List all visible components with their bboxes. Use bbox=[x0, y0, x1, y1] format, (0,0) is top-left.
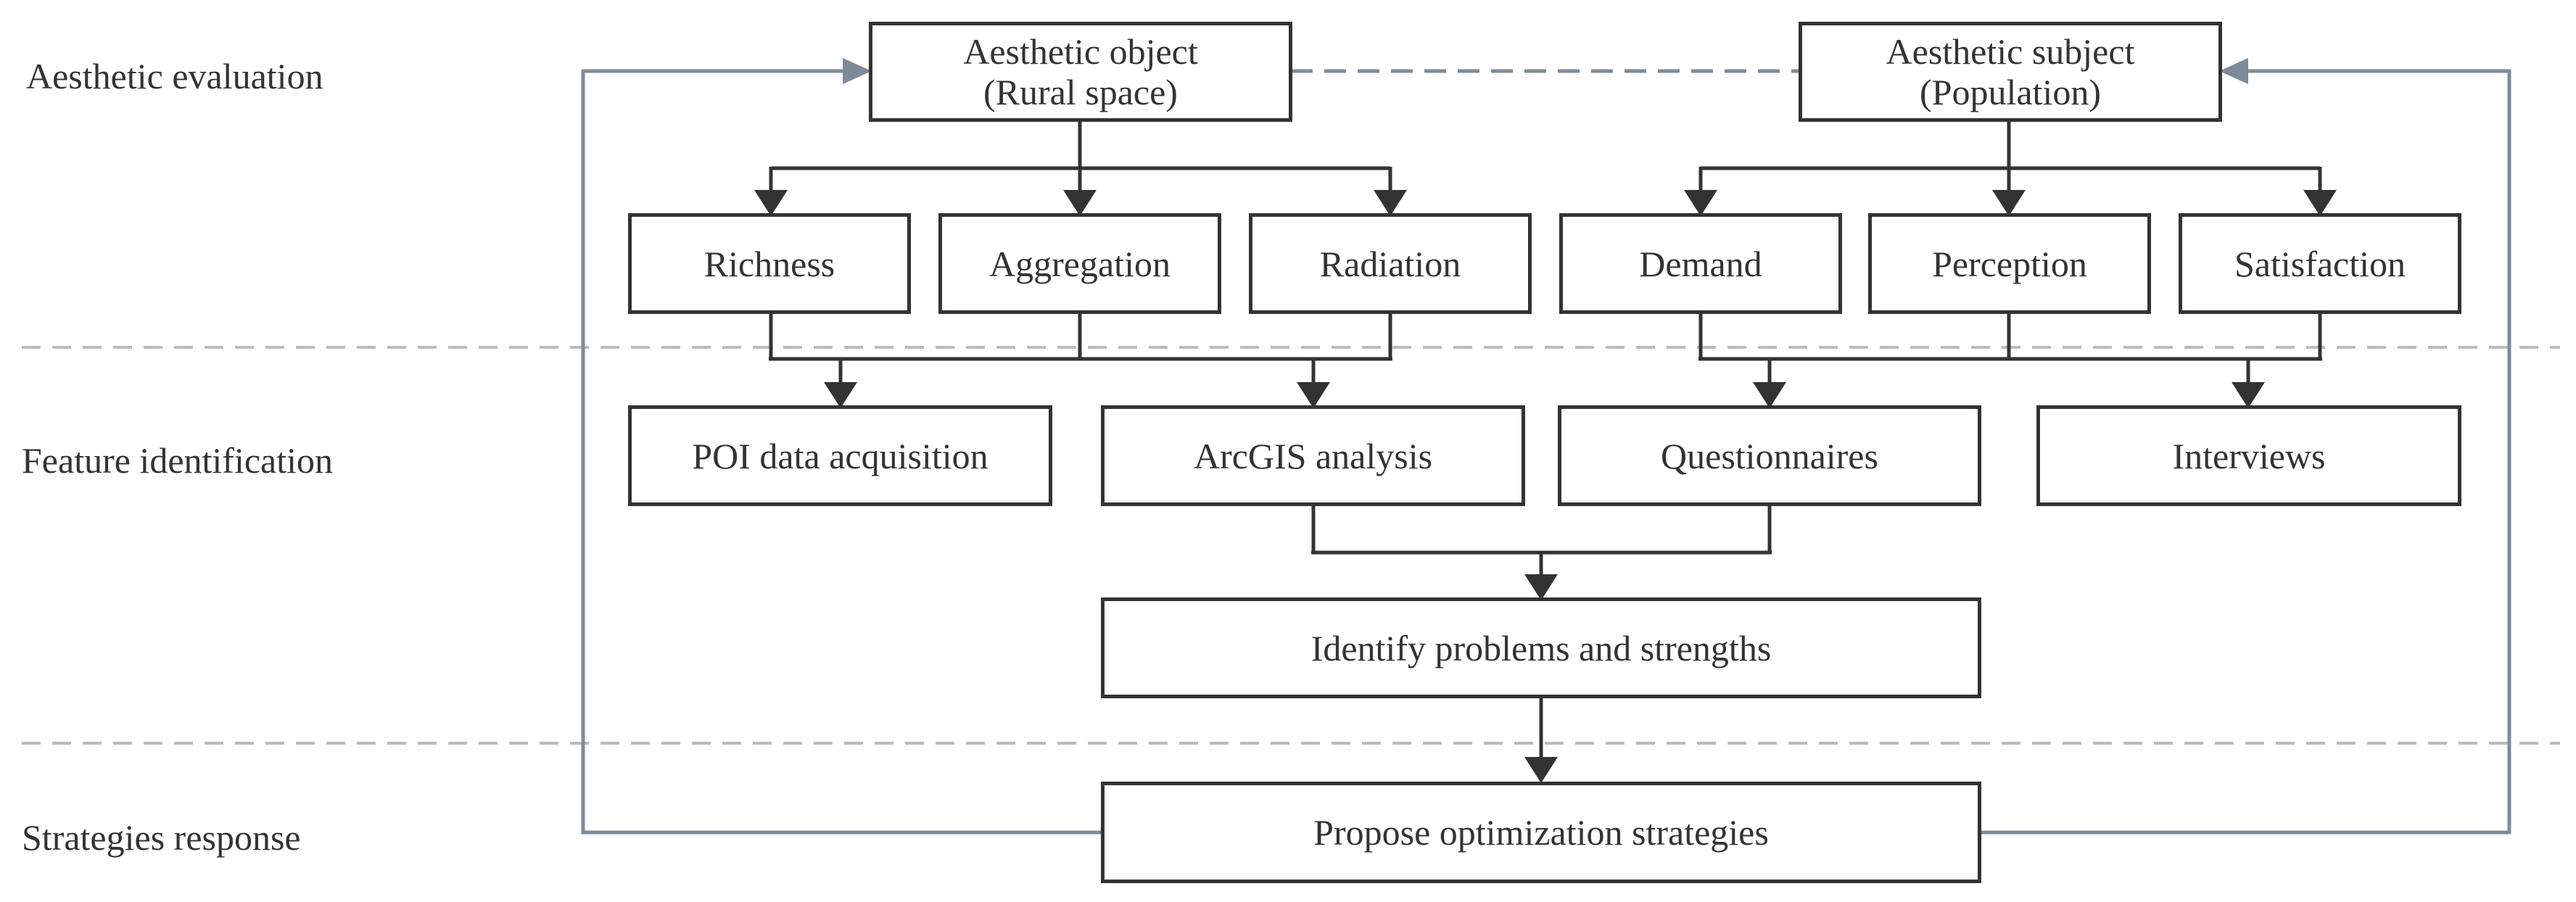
right-indicators-merge-connector bbox=[1698, 313, 2322, 408]
stage-label-evaluation: Aesthetic evaluation bbox=[26, 56, 323, 96]
left-indicators-merge-connector bbox=[769, 313, 1392, 408]
stage-label-identification: Feature identification bbox=[22, 440, 334, 481]
propose-strategies-box: Propose optimization strategies bbox=[1101, 782, 1981, 883]
aesthetic-object-subtitle: (Rural space) bbox=[983, 72, 1178, 112]
aesthetic-subject-box: Aesthetic subject (Population) bbox=[1799, 22, 2222, 122]
aesthetic-object-box: Aesthetic object (Rural space) bbox=[869, 22, 1292, 122]
richness-box: Richness bbox=[628, 213, 911, 314]
aesthetic-subject-subtitle: (Population) bbox=[1920, 72, 2101, 112]
stage-label-response: Strategies response bbox=[22, 817, 301, 858]
feedback-loop-right bbox=[1980, 58, 2511, 835]
radiation-box: Radiation bbox=[1249, 213, 1532, 314]
perception-box: Perception bbox=[1868, 213, 2151, 314]
analysis-merge-connector bbox=[1311, 505, 1772, 600]
subject-branch-connector bbox=[1684, 121, 2337, 216]
satisfaction-box: Satisfaction bbox=[2179, 213, 2461, 314]
interviews-box: Interviews bbox=[2036, 405, 2461, 506]
poi-data-acquisition-box: POI data acquisition bbox=[628, 405, 1052, 506]
questionnaires-box: Questionnaires bbox=[1558, 405, 1981, 506]
demand-box: Demand bbox=[1559, 213, 1842, 314]
feedback-loop-left bbox=[581, 58, 1102, 835]
identify-problems-box: Identify problems and strengths bbox=[1101, 597, 1981, 698]
aggregation-box: Aggregation bbox=[938, 213, 1221, 314]
identify-to-propose-connector bbox=[1524, 698, 1558, 783]
object-branch-connector bbox=[754, 121, 1407, 216]
aesthetic-object-title: Aesthetic object bbox=[963, 31, 1198, 72]
arcgis-analysis-box: ArcGIS analysis bbox=[1101, 405, 1525, 506]
aesthetic-subject-title: Aesthetic subject bbox=[1886, 31, 2135, 72]
